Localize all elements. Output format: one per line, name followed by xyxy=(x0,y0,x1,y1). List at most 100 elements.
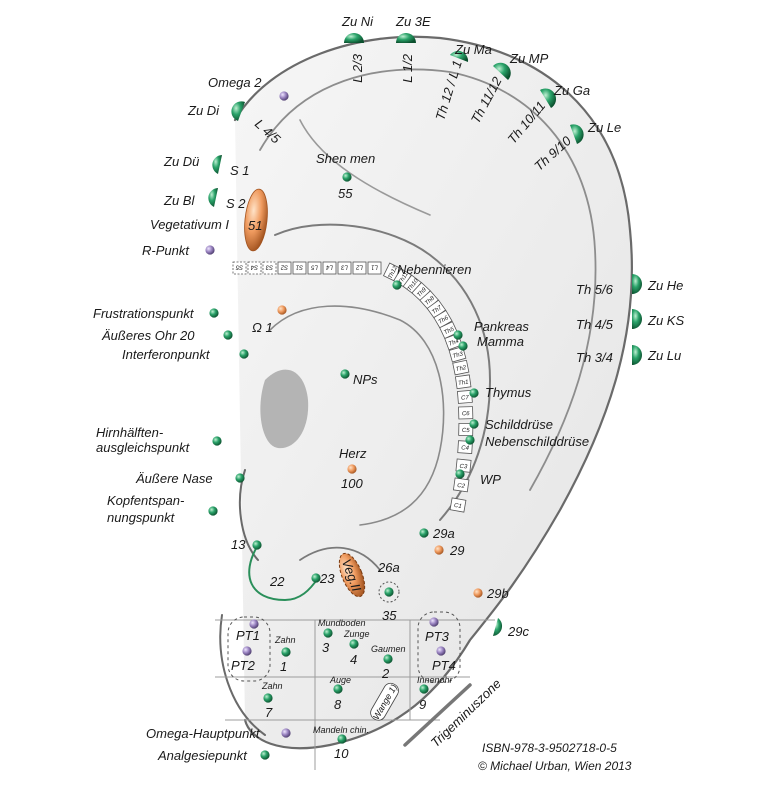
p4-point xyxy=(349,639,359,649)
vegetativum1-number: 51 xyxy=(248,218,262,233)
zu-due-label: Zu Dü xyxy=(163,154,199,169)
vertebra-label: S1 xyxy=(296,264,303,270)
p7-point xyxy=(263,693,273,703)
vertebra-label: C2 xyxy=(457,483,466,490)
schilddruese-point xyxy=(469,419,479,429)
n2-label: 2 xyxy=(381,666,390,681)
pankreas-point xyxy=(453,330,463,340)
p3-point xyxy=(323,628,333,638)
th34-segment: Th 3/4 xyxy=(576,350,613,365)
vertebra-th1: Th1 xyxy=(454,374,472,390)
spine-thoracic-cervical: Th12Th11Th10Th9Th8Th7Th6Th5Th4Th3Th2Th1C… xyxy=(382,262,474,513)
frustration-label: Frustrationspunkt xyxy=(93,306,195,321)
vertebra-label: L4 xyxy=(326,264,333,270)
zahn-label: Zahn xyxy=(274,635,296,645)
thymus-label: Thymus xyxy=(485,385,532,400)
zu-he-label: Zu He xyxy=(647,278,683,293)
lobe-labels: PT1 PT2 PT3 PT4 Mundboden Zunge Gaumen Z… xyxy=(231,618,456,761)
omega1-label: Ω 1 xyxy=(252,320,273,335)
zu-bl-marker xyxy=(208,188,218,207)
nebenschilddruese-point xyxy=(465,435,475,445)
vertebra-l3: L3 xyxy=(337,261,352,275)
p9-point xyxy=(419,684,429,694)
vertebra-label: Th12 xyxy=(388,265,400,281)
vertebra-c1: C1 xyxy=(449,497,467,513)
p29a-point xyxy=(419,528,429,538)
s1-segment: S 1 xyxy=(230,163,250,178)
concha-edge xyxy=(269,305,445,526)
zu-3e-marker xyxy=(396,33,416,43)
p29b-point xyxy=(473,588,483,598)
zahn2-label: Zahn xyxy=(261,681,283,691)
vertebra-label: C5 xyxy=(462,428,470,434)
vertebra-label: C7 xyxy=(461,395,470,402)
auge-label: Auge xyxy=(329,675,351,685)
analgesie-label: Analgesiepunkt xyxy=(157,748,248,763)
meridian-markers xyxy=(208,33,642,636)
vertebra-l5: L5 xyxy=(307,261,322,275)
antihelix xyxy=(274,223,492,521)
meridian-labels-right: Th 5/6 Zu He Th 4/5 Zu KS Th 3/4 Zu Lu xyxy=(576,278,684,365)
th45-segment: Th 4/5 xyxy=(576,317,614,332)
innenohr-label: Innenohr xyxy=(417,675,454,685)
vertebra-label: S2 xyxy=(280,264,288,270)
kopf-label-line2: nungspunkt xyxy=(107,510,176,525)
r-punkt-label: R-Punkt xyxy=(142,243,190,258)
vertebra-c5: C5 xyxy=(458,422,474,437)
interferon-label: Interferonpunkt xyxy=(122,347,211,362)
vertebra-c7: C7 xyxy=(457,389,473,404)
pt1-point xyxy=(249,619,259,629)
n1-label: 1 xyxy=(280,659,287,674)
p29-label: 29 xyxy=(449,543,464,558)
vertebra-label: L3 xyxy=(341,264,348,270)
p29b-label: 29b xyxy=(486,586,509,601)
vertebra-label: Th5 xyxy=(443,326,456,336)
aeusseres-ohr-point xyxy=(223,330,233,340)
analgesie-point xyxy=(260,750,270,760)
meridian-labels-left: Zu Di L 4/5 Zu Dü S 1 Zu Bl S 2 xyxy=(163,103,284,211)
p26a-label: 26a xyxy=(377,560,400,575)
veg-2-zone xyxy=(338,552,366,598)
vertebra-c6: C6 xyxy=(458,406,474,420)
p10-point xyxy=(337,734,347,744)
omega-haupt-label: Omega-Hauptpunkt xyxy=(146,726,261,741)
zu-di-marker xyxy=(231,101,245,121)
vertebra-label: Th7 xyxy=(431,305,443,316)
vertebra-label: S4 xyxy=(250,264,258,270)
vertebra-label: C1 xyxy=(453,503,462,510)
zu-le-marker xyxy=(570,124,584,144)
zu-ks-marker xyxy=(632,309,642,329)
thymus-point xyxy=(469,388,479,398)
l23-segment: L 2/3 xyxy=(350,53,365,82)
vertebra-label: Th6 xyxy=(438,315,451,326)
zu-he-marker xyxy=(632,274,642,294)
vegetativum-1-zone xyxy=(244,188,268,252)
hirn-point xyxy=(212,436,222,446)
vertebra-s3: S3 xyxy=(262,261,277,275)
zu-ma-label: Zu Ma xyxy=(454,42,492,57)
omega-haupt-point xyxy=(281,728,291,738)
pt1-label: PT1 xyxy=(236,628,260,643)
vertebra-th3: Th3 xyxy=(448,346,467,363)
vertebra-s1: S1 xyxy=(292,261,307,275)
gaumen-label: Gaumen xyxy=(371,644,406,654)
vertebra-l4: L4 xyxy=(322,261,337,275)
zu-bl-label: Zu Bl xyxy=(163,193,195,208)
p1-point xyxy=(281,647,291,657)
mamma-point xyxy=(458,341,468,351)
p23-label: 23 xyxy=(319,571,335,586)
p29c-label: 29c xyxy=(507,624,529,639)
p29c-marker xyxy=(493,618,503,636)
herz-point xyxy=(347,464,357,474)
vertebra-label: C4 xyxy=(461,445,470,452)
antitragus xyxy=(299,546,381,571)
schilddruese-label: Schilddrüse xyxy=(485,417,553,432)
aeussere-nase-point xyxy=(235,473,245,483)
trigeminus-zone-bar xyxy=(403,683,472,747)
mamma-label: Mamma xyxy=(477,334,524,349)
isbn-text: ISBN-978-3-9502718-0-5 xyxy=(482,741,617,755)
vertebra-label: Th9 xyxy=(416,287,428,299)
n8-label: 8 xyxy=(334,697,342,712)
